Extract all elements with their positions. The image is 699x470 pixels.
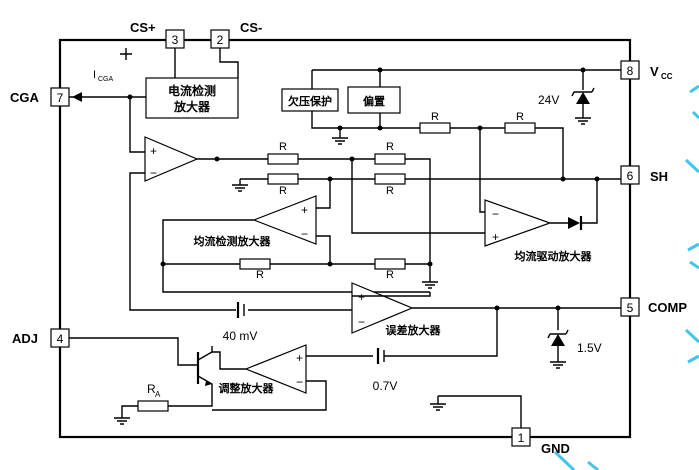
svg-text:−: − (296, 375, 303, 389)
svg-text:2: 2 (217, 33, 224, 47)
pin-gnd: 1 GND (511, 427, 570, 456)
pin-cs-plus: 3 CS+ (130, 20, 185, 49)
svg-text:3: 3 (172, 33, 179, 47)
gnd-connection (430, 395, 522, 428)
svg-text:CGA: CGA (98, 76, 114, 83)
svg-text:8: 8 (627, 64, 634, 78)
svg-text:R: R (386, 269, 394, 281)
svg-text:ADJ: ADJ (12, 331, 38, 346)
share-drive-amp: − + 均流驱动放大器 (351, 128, 598, 263)
current-sense-opamp: + − (129, 97, 268, 311)
svg-text:调整放大器: 调整放大器 (219, 381, 275, 395)
pin-adj: 4 ADJ (12, 328, 70, 348)
vcc-section: 欠压保护 偏置 R R 24V (281, 67, 621, 179)
svg-text:放大器: 放大器 (173, 99, 211, 114)
svg-text:7: 7 (57, 91, 64, 105)
svg-text:+: + (296, 351, 303, 365)
svg-text:GND: GND (541, 441, 570, 456)
svg-text:5: 5 (627, 301, 634, 315)
svg-text:R: R (279, 185, 287, 197)
svg-text:CS-: CS- (240, 20, 262, 35)
svg-text:均流检测放大器: 均流检测放大器 (194, 234, 272, 248)
svg-text:24V: 24V (538, 93, 559, 107)
svg-text:R: R (516, 111, 524, 123)
svg-text:−: − (358, 315, 365, 329)
svg-text:−: − (492, 207, 499, 221)
adjust-amp: R A + − 0.7V 调整放大器 (69, 308, 498, 425)
svg-text:+: + (150, 144, 157, 158)
pin-cga: 7 CGA (10, 87, 70, 107)
svg-text:电流检测: 电流检测 (168, 83, 216, 98)
pin-vcc: 8 V CC (620, 60, 673, 81)
svg-text:6: 6 (627, 169, 634, 183)
pin-sh: 6 SH (620, 165, 668, 185)
svg-text:R: R (386, 185, 394, 197)
svg-text:+: + (358, 290, 365, 304)
svg-text:+: + (492, 230, 499, 244)
svg-text:CGA: CGA (10, 90, 40, 105)
svg-text:欠压保护: 欠压保护 (288, 94, 332, 108)
svg-text:V: V (650, 64, 659, 79)
svg-text:I: I (93, 69, 96, 81)
svg-text:SH: SH (650, 169, 668, 184)
svg-text:4: 4 (57, 332, 64, 346)
decorative-marks (553, 84, 699, 470)
cursor-mark (120, 48, 132, 60)
svg-text:误差放大器: 误差放大器 (386, 323, 442, 337)
svg-text:−: − (150, 166, 157, 180)
pin-comp: 5 COMP (620, 297, 687, 317)
svg-text:CS+: CS+ (130, 20, 156, 35)
svg-text:均流驱动放大器: 均流驱动放大器 (515, 249, 593, 263)
svg-text:R: R (147, 382, 156, 396)
svg-text:COMP: COMP (648, 300, 687, 315)
svg-text:偏置: 偏置 (363, 94, 385, 108)
svg-text:40 mV: 40 mV (223, 329, 258, 343)
svg-text:−: − (301, 227, 308, 241)
svg-text:CC: CC (661, 72, 673, 81)
svg-text:1: 1 (518, 431, 525, 445)
svg-text:1.5V: 1.5V (577, 341, 602, 355)
pin-cs-minus: 2 CS- (210, 20, 262, 49)
svg-text:R: R (279, 141, 287, 153)
cga-output: I CGA (69, 69, 146, 102)
svg-text:R: R (431, 111, 439, 123)
share-sense-amp: + − 均流检测放大器 R R (160, 179, 438, 293)
svg-text:R: R (386, 141, 394, 153)
current-sense-amp-block: 电流检测 放大器 (145, 48, 239, 119)
svg-text:R: R (256, 269, 264, 281)
chip-outline (58, 38, 632, 439)
svg-text:A: A (155, 390, 161, 399)
svg-text:+: + (301, 203, 308, 217)
error-amp: + − 40 mV 误差放大器 1.5V (223, 282, 621, 369)
svg-text:0.7V: 0.7V (373, 379, 398, 393)
